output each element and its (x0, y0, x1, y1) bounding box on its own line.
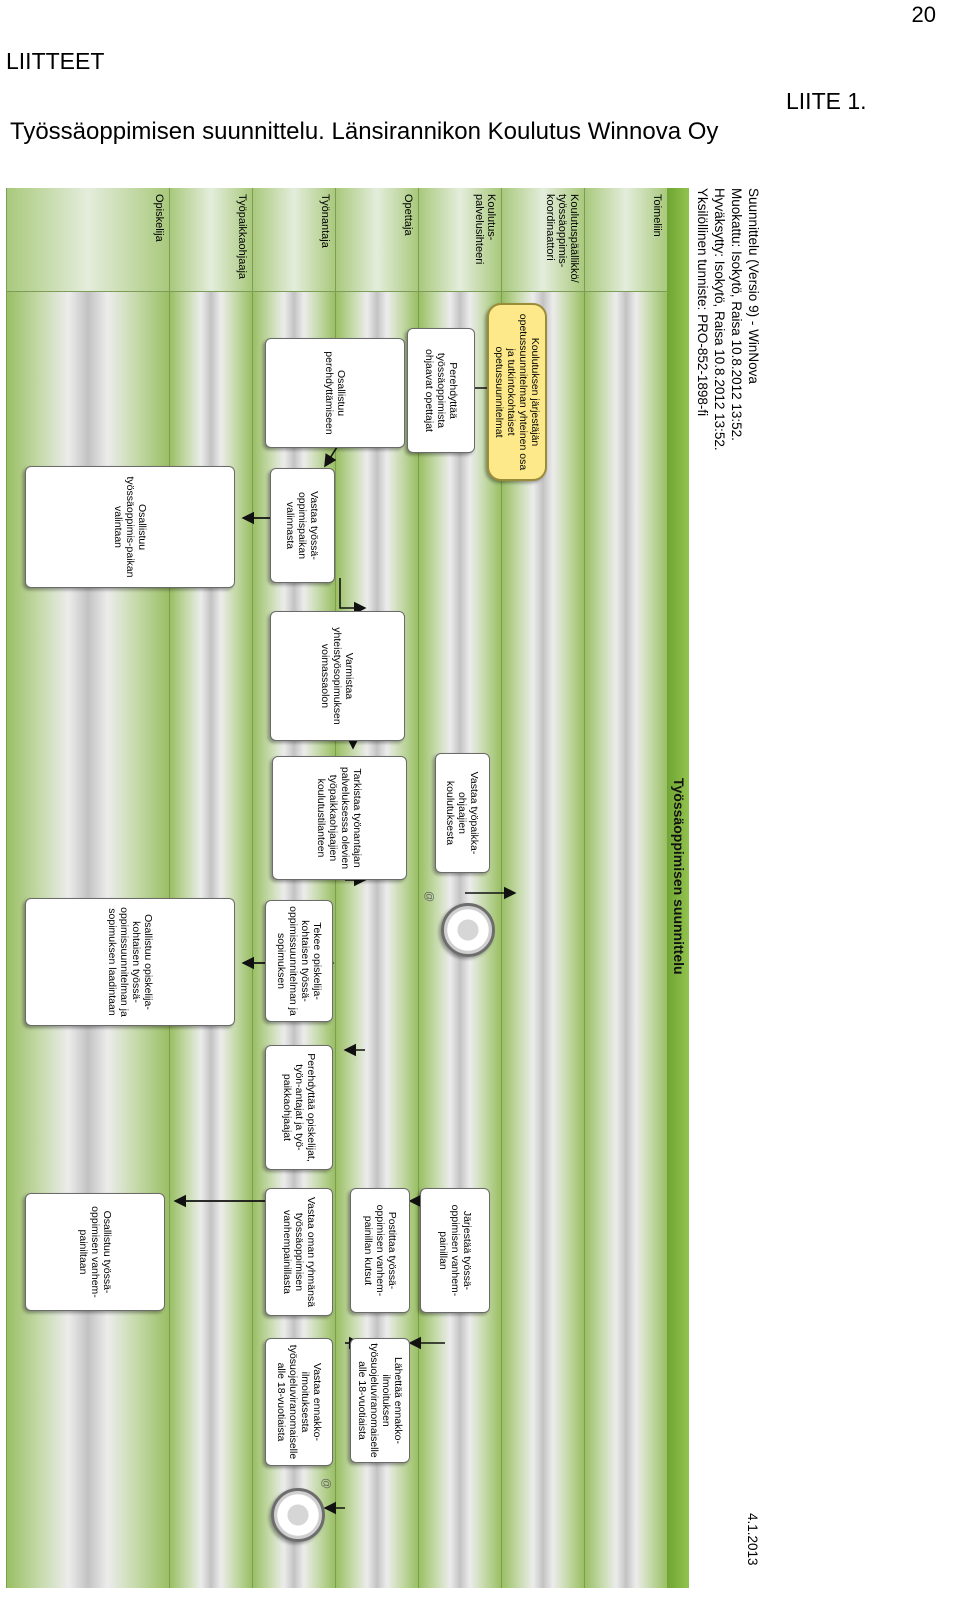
task-osallistuu-paikan-valintaan: Osallistuu työssäoppimis-paikan valintaa… (25, 466, 235, 588)
task-perehdyttaa-opettajat: Perehdyttää työssäoppimista ohjaavat ope… (407, 328, 475, 453)
event-symbol: @ (320, 1478, 332, 1490)
lane-tyopaikkaohjaaja: Työpaikkaohjaaja (169, 188, 252, 1588)
pool-title-bar: Työssäoppimisen suunnittelu (667, 188, 689, 1588)
diagram-meta-approved: Hyväksytty: Isokytö, Raisa 10.8.2012 13:… (712, 188, 727, 451)
end-event (271, 1488, 325, 1542)
lane-label: Opettaja (336, 188, 418, 292)
task-osallistuu-suunnitelman-laadintaan: Osallistuu opiskelija-kohtaisen työssä-o… (25, 898, 235, 1026)
task-vastaa-tyopaikkaohjaajien-koulutuksesta: Vastaa työpaikka-ohjaajien koulutuksesta (435, 753, 490, 873)
lane-label: Koulutus-palvelusihteeri (419, 188, 501, 292)
lane-label: Työnantaja (253, 188, 335, 292)
task-tekee-opiskelijakohtaisen-suunnitelman: Tekee opiskelija-kohtaisen työssä-oppimi… (265, 900, 333, 1022)
pool-title: Työssäoppimisen suunnittelu (671, 778, 687, 975)
process-diagram: Suunnittelu (Versio 9) - WinNova Muokatt… (6, 188, 765, 1588)
figure-caption: Työssäoppimisen suunnittelu. Länsirannik… (10, 118, 719, 145)
diagram-meta-version: Suunnittelu (Versio 9) - WinNova (746, 188, 761, 384)
task-tarkistaa-koulutustilanteen: Tarkistaa työnantajan palveluksessa olev… (272, 756, 407, 880)
diagram-meta-modified: Muokattu: Isokytö, Raisa 10.8.2012 13:52… (729, 188, 744, 441)
task-perehdyttaa-opiskelijat: Perehdyttää opiskelijat, työn-antajat ja… (265, 1045, 333, 1170)
lane-label: Koulutuspäällikkö/ työssäoppimis-koordin… (502, 188, 584, 292)
lane-label: Toimeliin (585, 188, 667, 292)
task-lahettaa-ennakkoilmoituksen: Lähettää ennakko-ilmoituksen työsuojeluv… (350, 1338, 410, 1463)
task-osallistuu-vanhempainiltaan: Osallistuu työssä-oppimisen vanhem-paini… (25, 1193, 165, 1311)
page-number: 20 (911, 2, 936, 27)
intermediate-event (441, 903, 495, 957)
task-vastaa-vanhempainillasta: Vastaa oman ryhmänsä työssäoppimisen van… (265, 1188, 333, 1316)
appendix-label: LIITE 1. (786, 88, 867, 114)
task-varmistaa-yhteistyosopimuksen: Varmistaa yhteistyösopimuksen voimassaol… (270, 611, 405, 741)
task-postittaa-kutsut: Postittaa työssä-oppimisen vanhem-painil… (350, 1188, 410, 1313)
task-vastaa-ennakkoilmoituksesta: Vastaa ennakko-ilmoituksesta työsuojeluv… (265, 1338, 333, 1466)
diagram-meta-identifier: Yksilöllinen tunniste: PRO-852-1898-fi (695, 188, 710, 417)
task-opetussuunnitelmat: Koulutuksen järjestäjän opetussuunnitelm… (487, 303, 547, 481)
lane-opiskelija: Opiskelija (6, 188, 169, 1588)
lane-toimeliin: Toimeliin (584, 188, 667, 1588)
lane-label: Opiskelija (7, 188, 169, 292)
section-heading: LIITTEET (6, 48, 105, 74)
task-osallistuu-perehdyttamiseen: Osallistuu perehdyttämiseen (265, 338, 405, 448)
diagram-date: 4.1.2013 (745, 1513, 760, 1566)
task-jarjestaa-vanhempainillan: Järjestää työssä-oppimisen vanhem-painil… (420, 1188, 490, 1313)
lane-label: Työpaikkaohjaaja (170, 188, 252, 292)
task-vastaa-tyossaoppimispaikan-valinnasta: Vastaa työssä-oppimispaikan valinnasta (270, 468, 335, 583)
event-symbol: @ (423, 891, 435, 903)
